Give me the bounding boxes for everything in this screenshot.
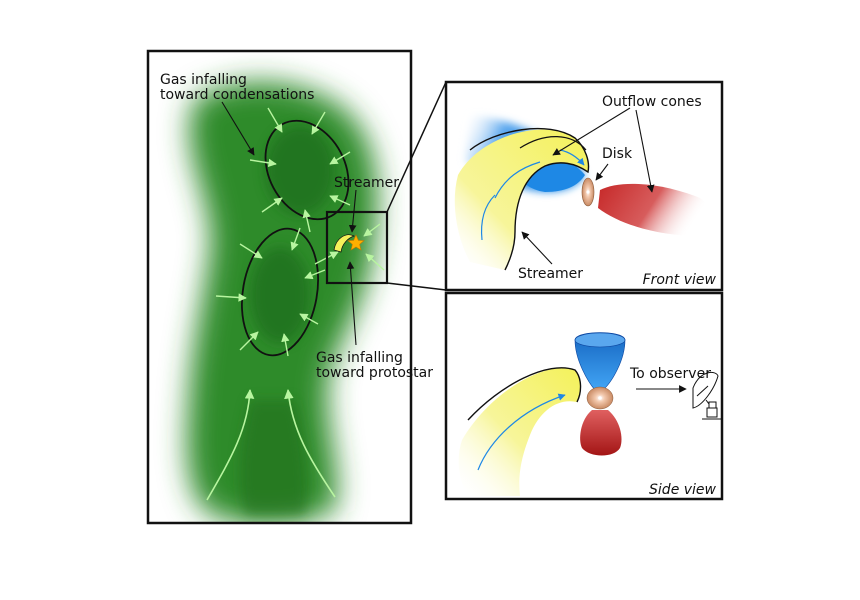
cloud-panel: Gas infalling toward condensations Strea… <box>146 49 433 525</box>
condensation-upper <box>264 119 350 221</box>
cloud-tail <box>239 400 307 515</box>
arrow-gas-protostar <box>346 261 357 346</box>
outflow-cone-red <box>598 183 711 236</box>
label-gas-condensations-line1: Gas infalling <box>160 72 247 88</box>
arrow-streamer-front <box>521 231 553 265</box>
label-streamer-left: Streamer <box>334 175 399 191</box>
label-to-observer: To observer <box>629 366 711 382</box>
label-gas-protostar-line1: Gas infalling <box>316 350 403 366</box>
streamer-front <box>454 129 589 270</box>
cloud-core-1 <box>265 125 335 215</box>
arrow-disk <box>595 163 609 181</box>
caption-front-view: Front view <box>643 272 717 288</box>
infall-arrows-upper <box>249 107 351 233</box>
label-gas-protostar-line2: toward protostar <box>316 365 433 381</box>
label-gas-condensations-line2: toward condensations <box>160 87 314 103</box>
front-view-panel: Outflow cones Disk Streamer Front view <box>444 80 724 292</box>
condensation-lower <box>241 227 319 357</box>
label-streamer-front: Streamer <box>518 266 583 282</box>
large-flow-arrows <box>206 389 336 501</box>
arrow-outflow-to-red <box>635 109 655 193</box>
front-view-frame <box>444 80 724 292</box>
side-view-panel: To observer Side view <box>444 291 724 501</box>
cloud-core-2 <box>250 247 310 343</box>
telescope-dish-icon <box>692 371 722 420</box>
arrow-streamer-left <box>348 189 357 233</box>
outflow-cone-red-side <box>580 410 622 456</box>
label-outflow-cones: Outflow cones <box>602 94 702 110</box>
protostar-icon <box>347 234 365 251</box>
side-view-frame <box>444 291 724 501</box>
caption-side-view: Side view <box>649 482 717 498</box>
label-disk: Disk <box>602 146 633 162</box>
streamer-small <box>333 234 355 253</box>
arrow-outflow-to-blue <box>552 107 631 156</box>
arrow-gas-condensations <box>221 101 255 156</box>
zoom-box <box>325 210 389 285</box>
zoom-connectors <box>386 81 447 291</box>
infall-arrows-lower <box>215 227 326 357</box>
streamer-side <box>458 368 581 496</box>
cloud-panel-frame <box>146 49 413 525</box>
